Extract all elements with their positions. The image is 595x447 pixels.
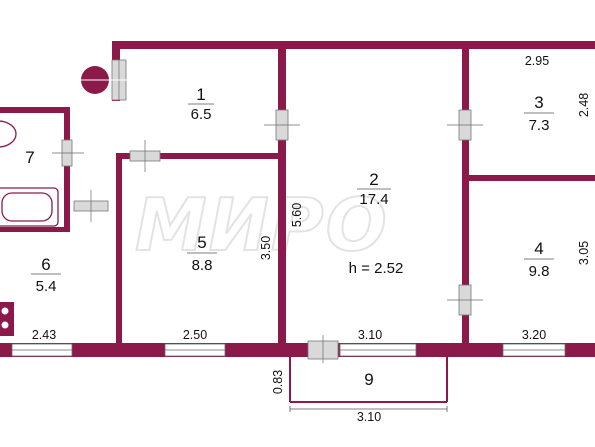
room-6-area: 5.4 (36, 278, 57, 295)
room-9-number: 9 (364, 370, 373, 389)
room-3-number: 3 (534, 93, 543, 112)
bathroom-fixtures (0, 120, 59, 336)
windows (11, 343, 566, 357)
dim-room4-height: 3.05 (577, 241, 591, 265)
room-6-number: 6 (41, 255, 50, 274)
room-5-number: 5 (197, 233, 206, 252)
dim-room5-height: 3.50 (259, 236, 273, 260)
wall-room2-right (462, 45, 469, 350)
room-labels: 1 6.5 2 17.4 h = 2.52 3 7.3 4 9.8 5 8.8 … (25, 85, 554, 389)
room-7-number: 7 (25, 148, 34, 167)
room-3-area: 7.3 (529, 117, 550, 134)
wall-room5-left (116, 153, 122, 350)
room-1-area: 6.5 (191, 106, 212, 123)
dim-room3-width: 2.95 (525, 54, 549, 68)
wall-room2-left (278, 45, 286, 350)
dimension-labels: 2.95 2.48 5.60 3.50 3.05 2.43 2.50 3.10 … (32, 54, 591, 424)
top-wall (112, 41, 595, 49)
watermark-logo: МИРО (135, 183, 389, 267)
dim-room2-height: 5.60 (290, 203, 304, 227)
dim-room4-width: 3.20 (522, 328, 546, 342)
door-markers (52, 109, 483, 363)
room-1-number: 1 (196, 85, 205, 104)
sink-icon (0, 120, 17, 148)
wall-room1-bottom (120, 153, 282, 159)
dim-room2-width: 3.10 (358, 328, 382, 342)
bathroom-right-wall (64, 110, 70, 232)
room-2-area: 17.4 (359, 191, 388, 208)
bottom-wall (0, 343, 595, 357)
room-5-area: 8.8 (192, 257, 213, 274)
dim-balcony-width: 3.10 (357, 410, 381, 424)
dim-room3-height: 2.48 (577, 93, 591, 117)
room-4-area: 9.8 (529, 263, 550, 280)
ceiling-height: h = 2.52 (349, 260, 404, 277)
walls (0, 41, 595, 357)
room-2-number: 2 (369, 170, 378, 189)
dim-room6-width: 2.43 (32, 328, 56, 342)
stove-icon (0, 302, 14, 336)
wall-room3-bottom (468, 175, 595, 181)
dim-room5-width: 2.50 (183, 328, 207, 342)
bathroom-bottom-wall (0, 227, 70, 232)
balcony (289, 357, 448, 412)
bathroom-top-wall (0, 107, 70, 113)
room-4-number: 4 (534, 239, 543, 258)
dim-balcony-depth: 0.83 (271, 370, 285, 394)
